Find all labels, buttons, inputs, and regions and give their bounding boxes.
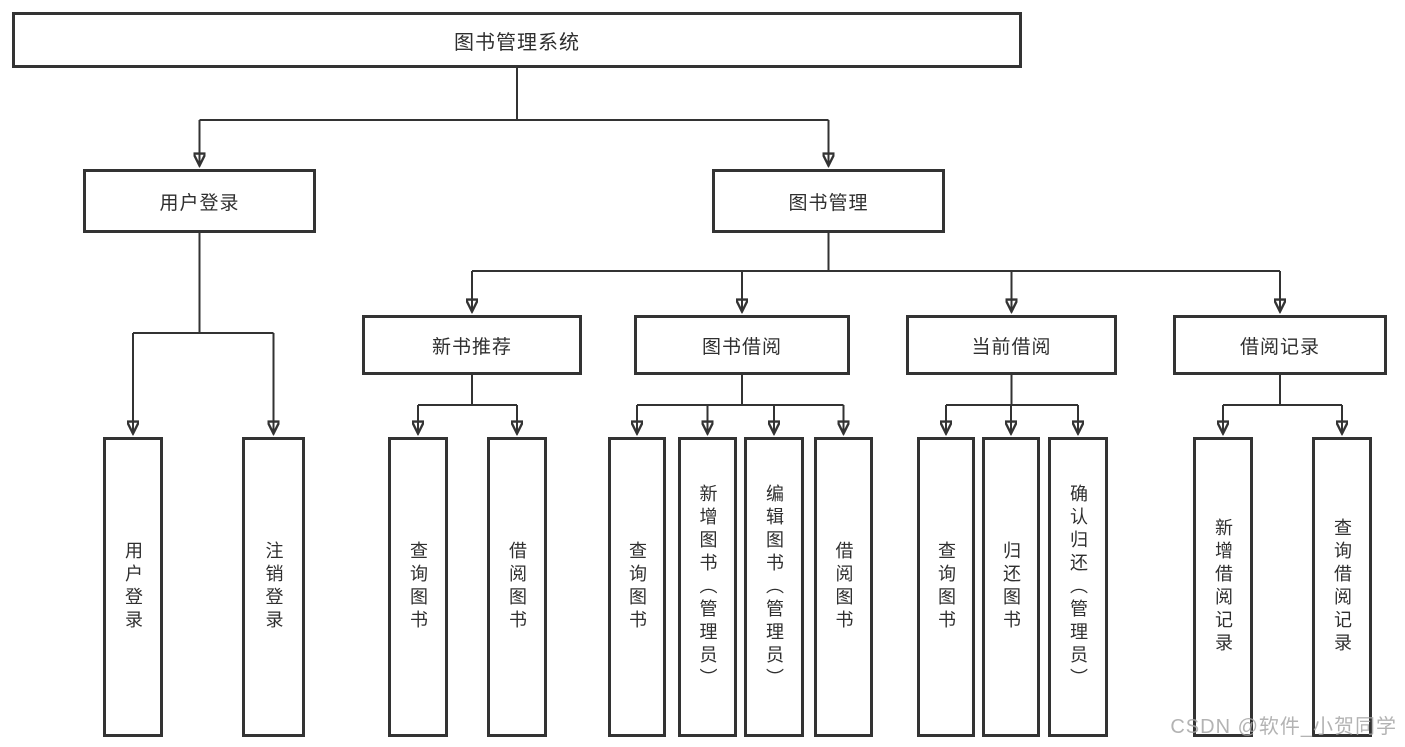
node-label: 归还图书 [1001, 541, 1021, 633]
csdn-watermark: CSDN @软件_小贺同学 [1170, 716, 1397, 738]
node-label: 当前借阅 [971, 336, 1052, 358]
node-label: 查询图书 [408, 541, 428, 633]
leaf-borrow-edit-books-admin: 编辑图书（管理员） [744, 437, 804, 737]
node-borrowing-records: 借阅记录 [1173, 315, 1387, 375]
node-label: 查询借阅记录 [1332, 518, 1352, 656]
leaf-recommend-query-books: 查询图书 [388, 437, 448, 737]
node-label: 图书借阅 [701, 336, 782, 358]
node-label: 用户登录 [123, 541, 143, 633]
node-current-borrowing: 当前借阅 [906, 315, 1117, 375]
leaf-logout: 注销登录 [242, 437, 305, 737]
node-book-management: 图书管理 [712, 169, 945, 233]
leaf-recommend-borrow-books: 借阅图书 [487, 437, 547, 737]
leaf-current-return-books: 归还图书 [982, 437, 1040, 737]
leaf-current-confirm-return-admin: 确认归还（管理员） [1048, 437, 1108, 737]
node-new-book-recommend: 新书推荐 [362, 315, 582, 375]
node-label: 借阅图书 [507, 541, 527, 633]
node-label: 借阅记录 [1239, 336, 1320, 358]
node-label: 图书管理系统 [454, 31, 580, 54]
node-label: 注销登录 [263, 541, 284, 633]
node-label: 编辑图书（管理员） [764, 483, 784, 691]
node-label: 确认归还（管理员） [1068, 483, 1088, 691]
node-label: 新书推荐 [431, 336, 512, 358]
node-label: 查询图书 [627, 541, 647, 633]
node-book-borrowing: 图书借阅 [634, 315, 850, 375]
node-label: 用户登录 [159, 192, 240, 214]
leaf-current-query-books: 查询图书 [917, 437, 975, 737]
node-user-login: 用户登录 [83, 169, 316, 233]
node-label: 借阅图书 [833, 541, 854, 633]
leaf-records-add-record: 新增借阅记录 [1193, 437, 1253, 737]
node-root-system: 图书管理系统 [12, 12, 1022, 68]
node-label: 新增借阅记录 [1213, 518, 1233, 656]
node-label: 查询图书 [936, 541, 956, 633]
leaf-user-login: 用户登录 [103, 437, 163, 737]
leaf-borrow-query-books: 查询图书 [608, 437, 666, 737]
leaf-records-query-record: 查询借阅记录 [1312, 437, 1372, 737]
node-label: 新增图书（管理员） [697, 483, 718, 691]
leaf-borrow-borrow-books: 借阅图书 [814, 437, 873, 737]
node-label: 图书管理 [788, 192, 869, 214]
leaf-borrow-add-books-admin: 新增图书（管理员） [678, 437, 737, 737]
